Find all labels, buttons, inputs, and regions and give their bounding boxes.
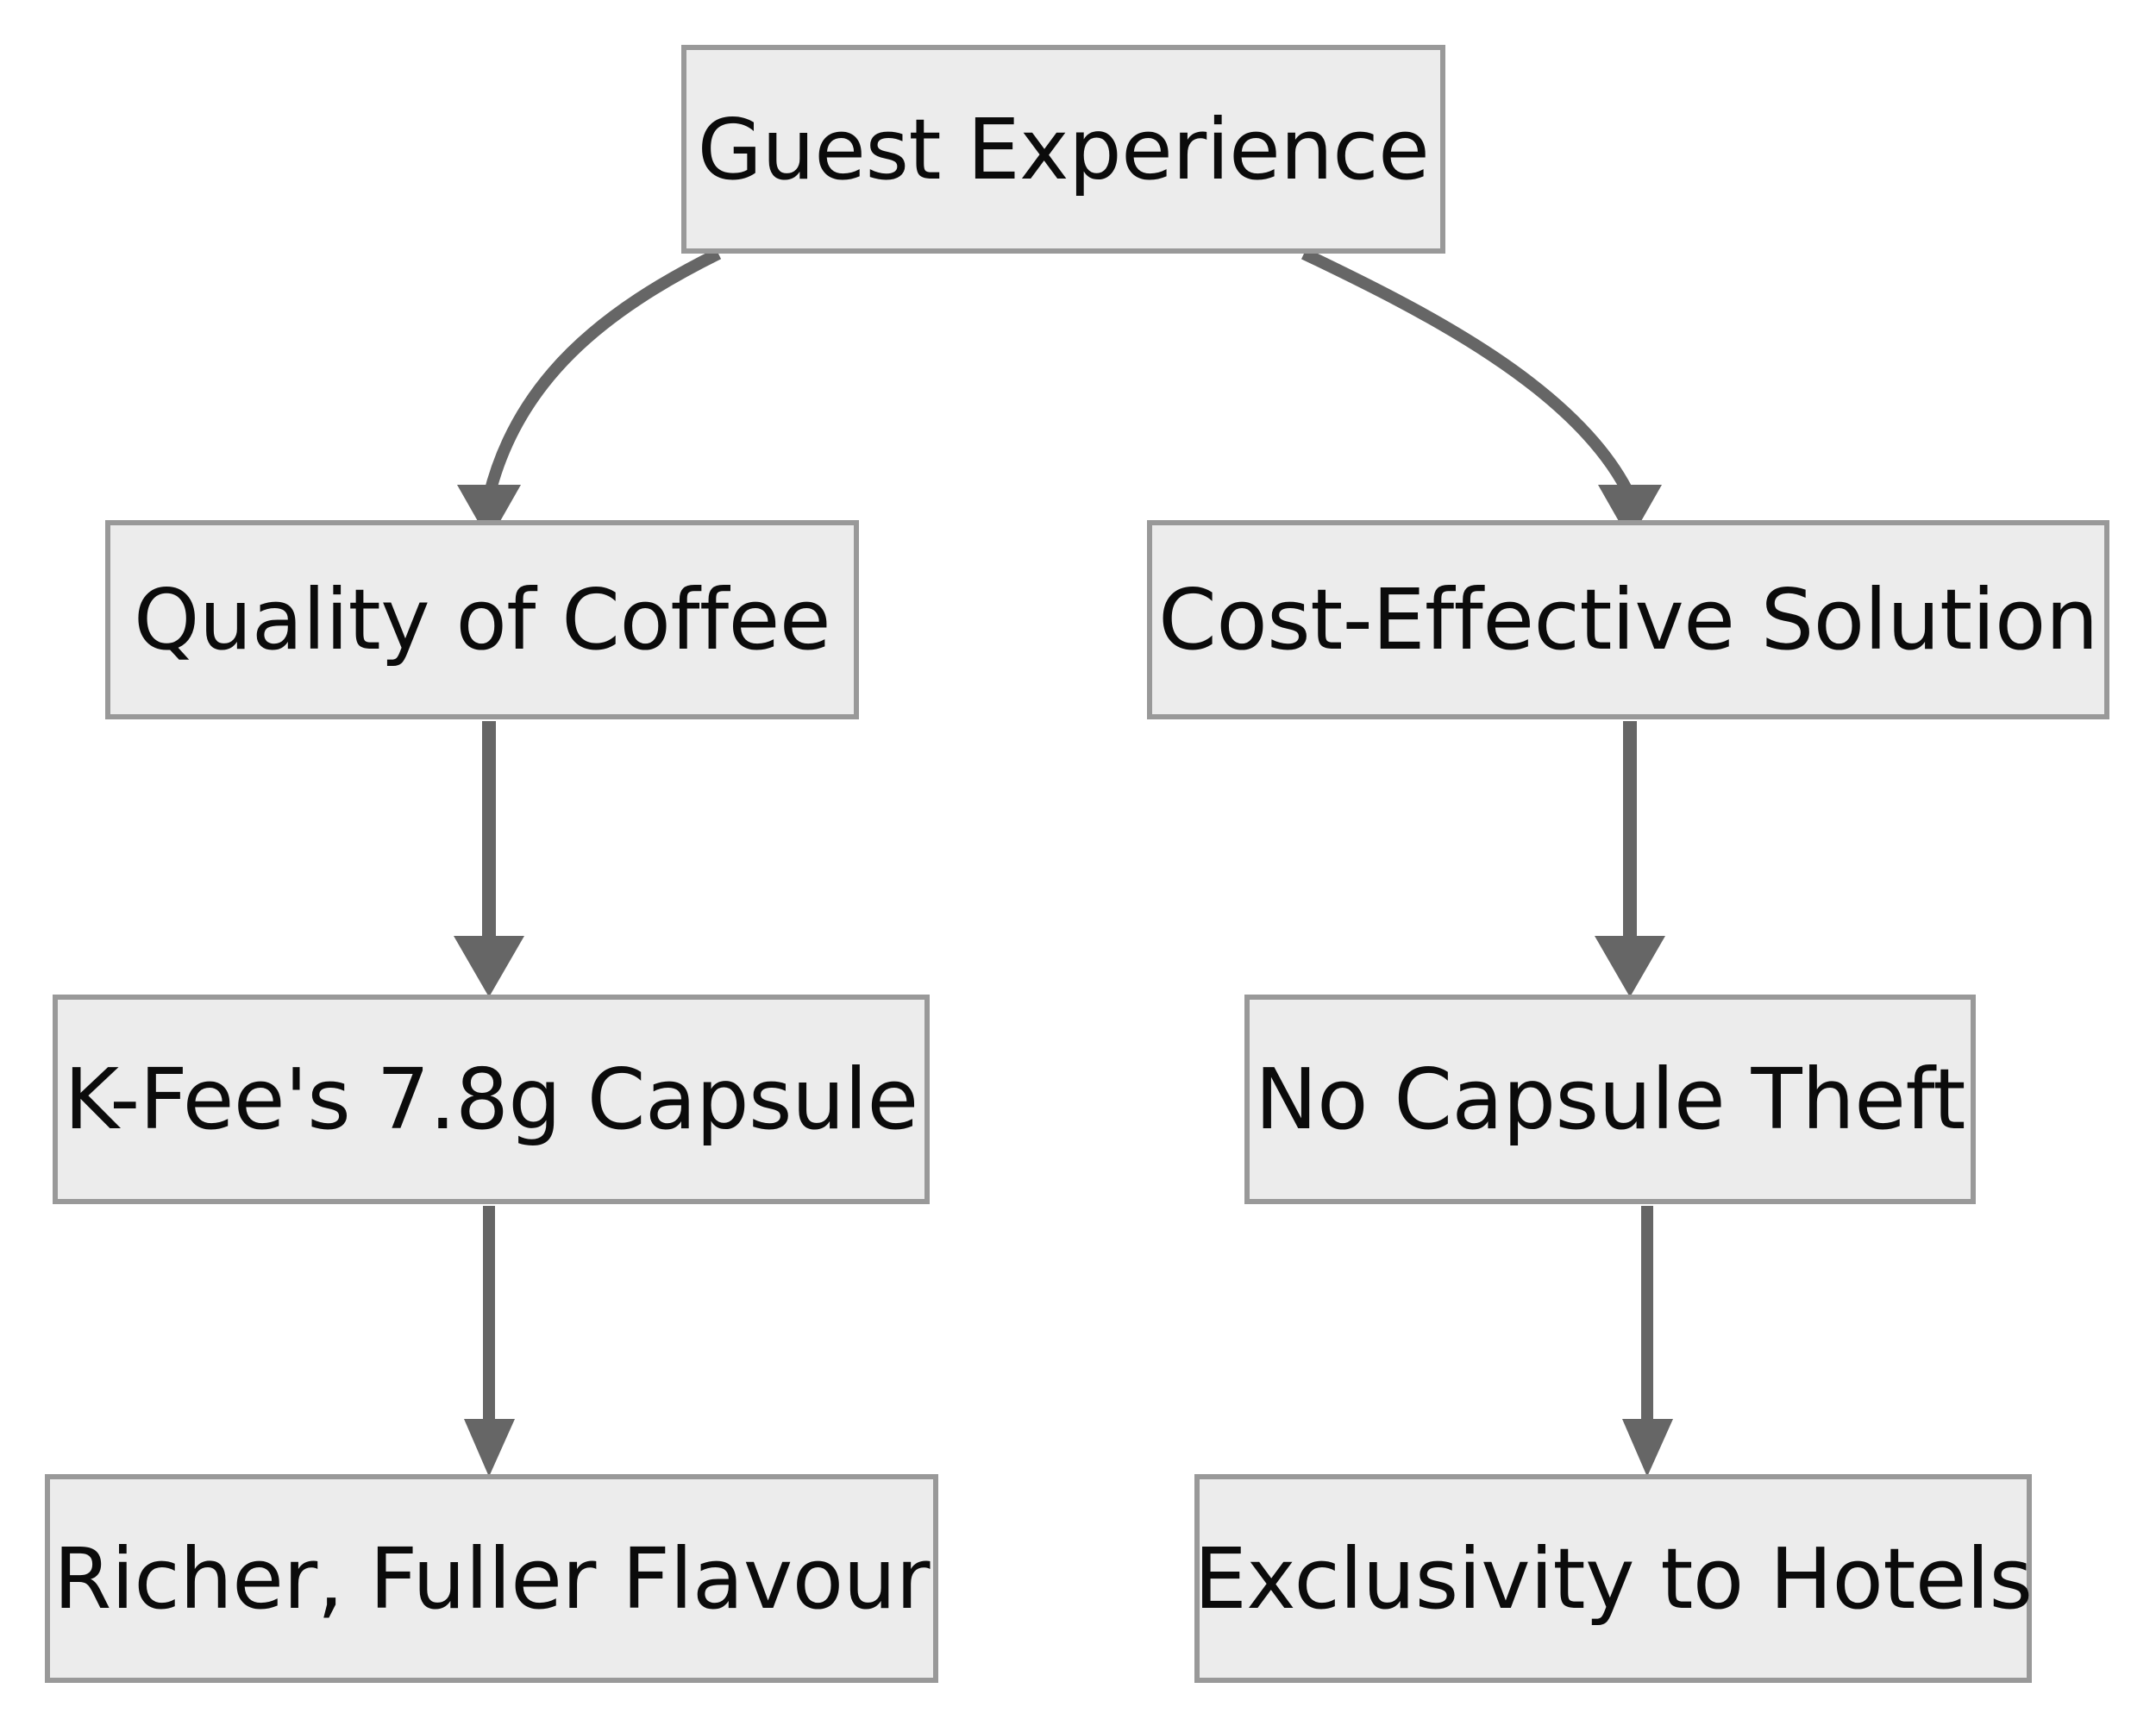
node-label: Richer, Fuller Flavour [53, 1529, 930, 1628]
node-richer-fuller-flavour[interactable]: Richer, Fuller Flavour [45, 1474, 938, 1683]
edge-capsule-to-flavour [464, 1206, 515, 1477]
edge-root-to-quality [457, 248, 722, 541]
node-label: Exclusivity to Hotels [1194, 1529, 2033, 1628]
node-label: No Capsule Theft [1255, 1051, 1965, 1148]
node-label: Quality of Coffee [134, 571, 831, 668]
node-label: Guest Experience [697, 100, 1430, 198]
node-exclusivity-to-hotels[interactable]: Exclusivity to Hotels [1194, 1474, 2033, 1683]
node-label: K-Fee's 7.8g Capsule [64, 1051, 918, 1148]
edge-root-to-cost [1300, 248, 1662, 541]
node-guest-experience[interactable]: Guest Experience [681, 45, 1445, 254]
node-quality-of-coffee[interactable]: Quality of Coffee [105, 520, 859, 719]
node-k-fee-capsule[interactable]: K-Fee's 7.8g Capsule [53, 995, 930, 1204]
node-cost-effective-solution[interactable]: Cost-Effective Solution [1147, 520, 2109, 719]
edge-cost-to-theft [1595, 721, 1665, 997]
edge-theft-to-exclusivity [1622, 1206, 1673, 1477]
node-label: Cost-Effective Solution [1158, 571, 2098, 668]
node-no-capsule-theft[interactable]: No Capsule Theft [1244, 995, 1976, 1204]
edge-quality-to-capsule [454, 721, 524, 997]
